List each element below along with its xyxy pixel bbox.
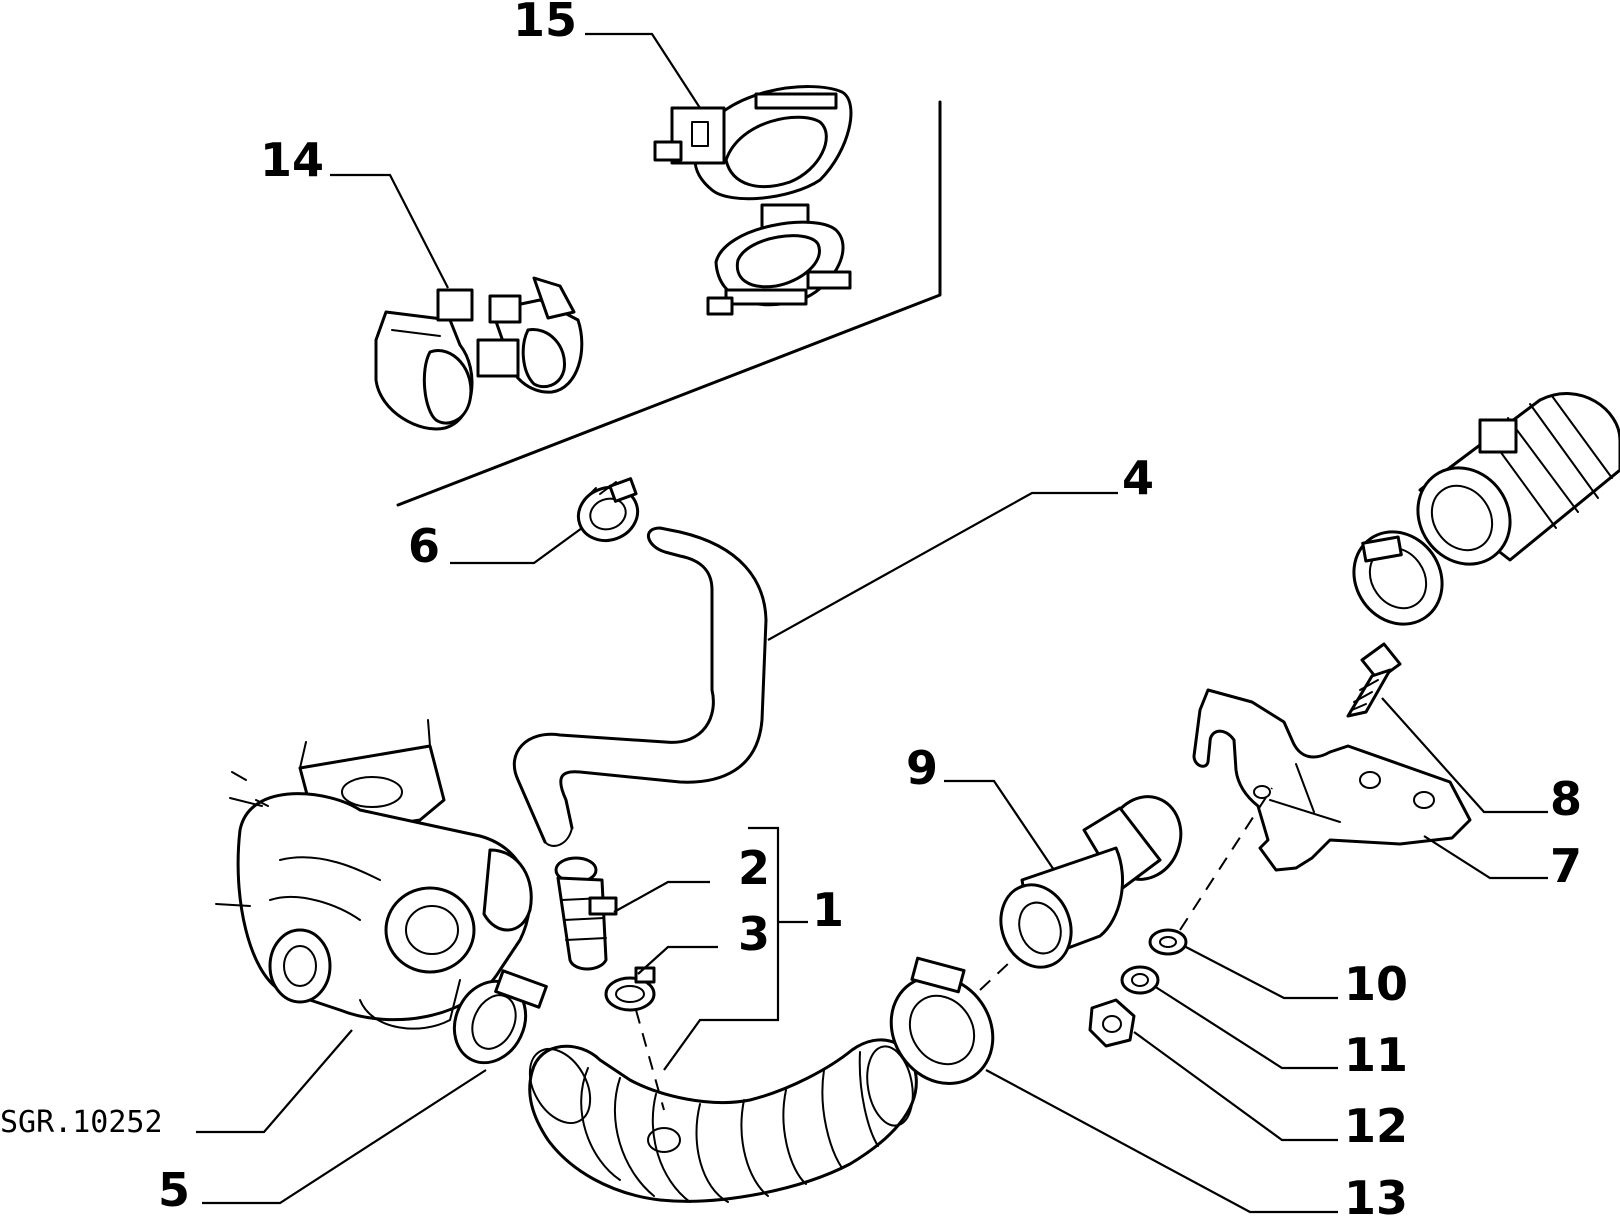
small-clamp-part-3 [604, 966, 656, 1012]
vent-hose-part-4 [512, 526, 768, 847]
washer-part-11 [1120, 965, 1160, 995]
callout-13: 13 [1344, 1171, 1408, 1225]
callout-9: 9 [906, 741, 938, 795]
turbocharger [215, 719, 533, 1030]
callout-7: 7 [1550, 839, 1582, 893]
clamp-part-13 [889, 956, 995, 1086]
double-clip-part-15 [653, 85, 853, 316]
clamp-part-5 [452, 969, 548, 1065]
callout-10: 10 [1344, 957, 1408, 1011]
callout-3: 3 [738, 907, 770, 961]
callout-6: 6 [408, 519, 440, 573]
intake-hose [1352, 392, 1620, 626]
callout-5: 5 [158, 1163, 190, 1217]
assembly-line-clamp-3 [635, 1009, 665, 1111]
air-duct-part-1 [528, 1038, 918, 1203]
small-clamp-part-6 [576, 477, 640, 542]
assembly-line-clamp [979, 961, 1011, 991]
callout-4: 4 [1122, 451, 1154, 505]
leader-lines [196, 32, 1548, 1214]
callout-12: 12 [1344, 1099, 1408, 1153]
connector-part-2 [554, 856, 618, 971]
callout-15: 15 [513, 0, 577, 47]
bracket-part-7 [1192, 688, 1472, 872]
callout-2: 2 [738, 841, 770, 895]
callout-11: 11 [1344, 1028, 1408, 1082]
double-clip-part-14 [374, 276, 584, 431]
bolt-part-8 [1346, 642, 1402, 718]
callout-1: 1 [812, 883, 844, 937]
washer-part-10 [1148, 928, 1188, 956]
callout-14: 14 [260, 133, 324, 187]
pipe-fitting-part-9 [999, 795, 1183, 969]
nut-part-12 [1088, 998, 1136, 1048]
callout-8: 8 [1550, 772, 1582, 826]
drawing-reference: SGR.10252 [0, 1105, 163, 1140]
assembly-line-bolt [1179, 787, 1273, 931]
separator-line [396, 100, 942, 507]
